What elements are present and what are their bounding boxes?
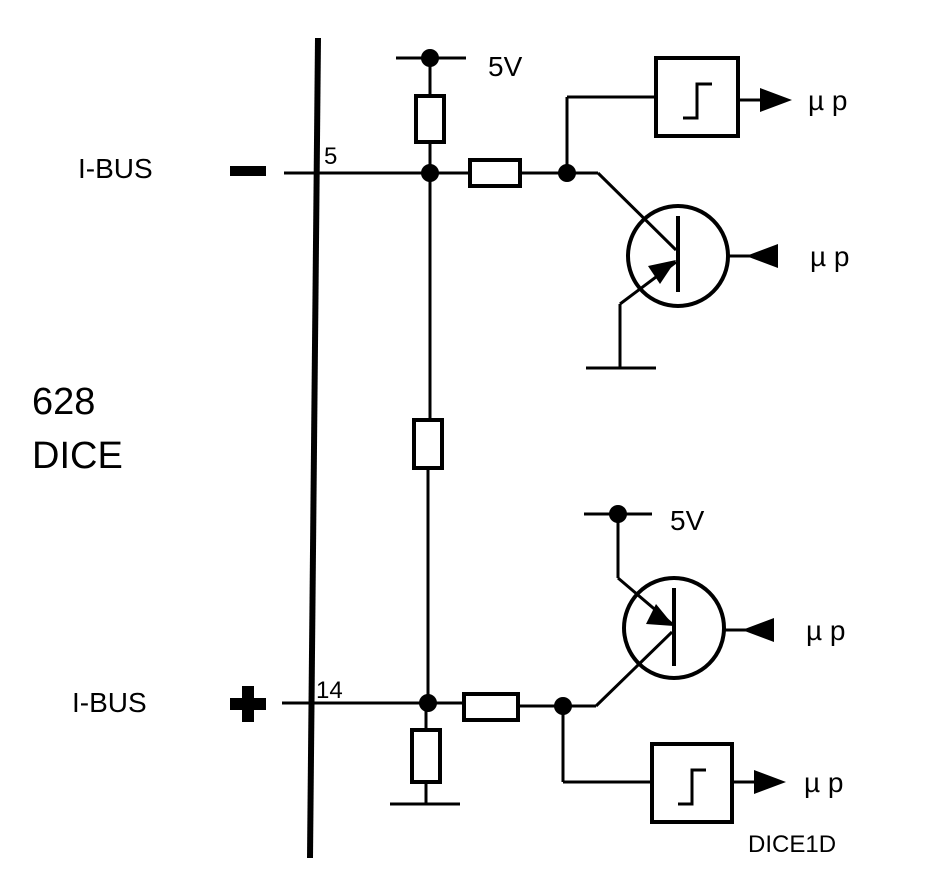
- mu-p-output-1: µ p: [808, 85, 847, 116]
- dice-bus-bar: [307, 37, 321, 859]
- pin-14-label: 14: [316, 677, 343, 704]
- pullup-resistor: [414, 94, 446, 144]
- plus-sign-icon: [230, 686, 266, 722]
- supply-5v-top-label: 5V: [488, 51, 523, 82]
- mu-p-output-4: µ p: [804, 767, 843, 798]
- bus-resistor-middle: [412, 418, 444, 470]
- output-arrow-1-icon: [760, 88, 792, 112]
- dice-name-label: DICE: [32, 435, 123, 477]
- series-resistor-top: [468, 158, 522, 188]
- input-arrow-3-icon: [742, 618, 774, 642]
- output-arrow-4-icon: [754, 770, 786, 794]
- ibus-minus-label: I-BUS: [78, 153, 153, 184]
- input-arrow-2-icon: [746, 244, 778, 268]
- emitter-arrow-bottom-icon: [646, 604, 674, 626]
- emitter-arrow-top-icon: [648, 260, 676, 284]
- mu-p-input-3: µ p: [806, 615, 845, 646]
- minus-sign-icon: [230, 166, 266, 176]
- supply-5v-bottom-label: 5V: [670, 505, 705, 536]
- ibus-plus-label: I-BUS: [72, 687, 147, 718]
- mu-p-input-2: µ p: [810, 241, 849, 272]
- pulldown-resistor: [410, 728, 442, 784]
- pin-5-label: 5: [324, 143, 337, 170]
- dice-number-label: 628: [32, 381, 95, 423]
- series-resistor-bottom: [462, 692, 520, 722]
- figure-id-label: DICE1D: [748, 831, 836, 858]
